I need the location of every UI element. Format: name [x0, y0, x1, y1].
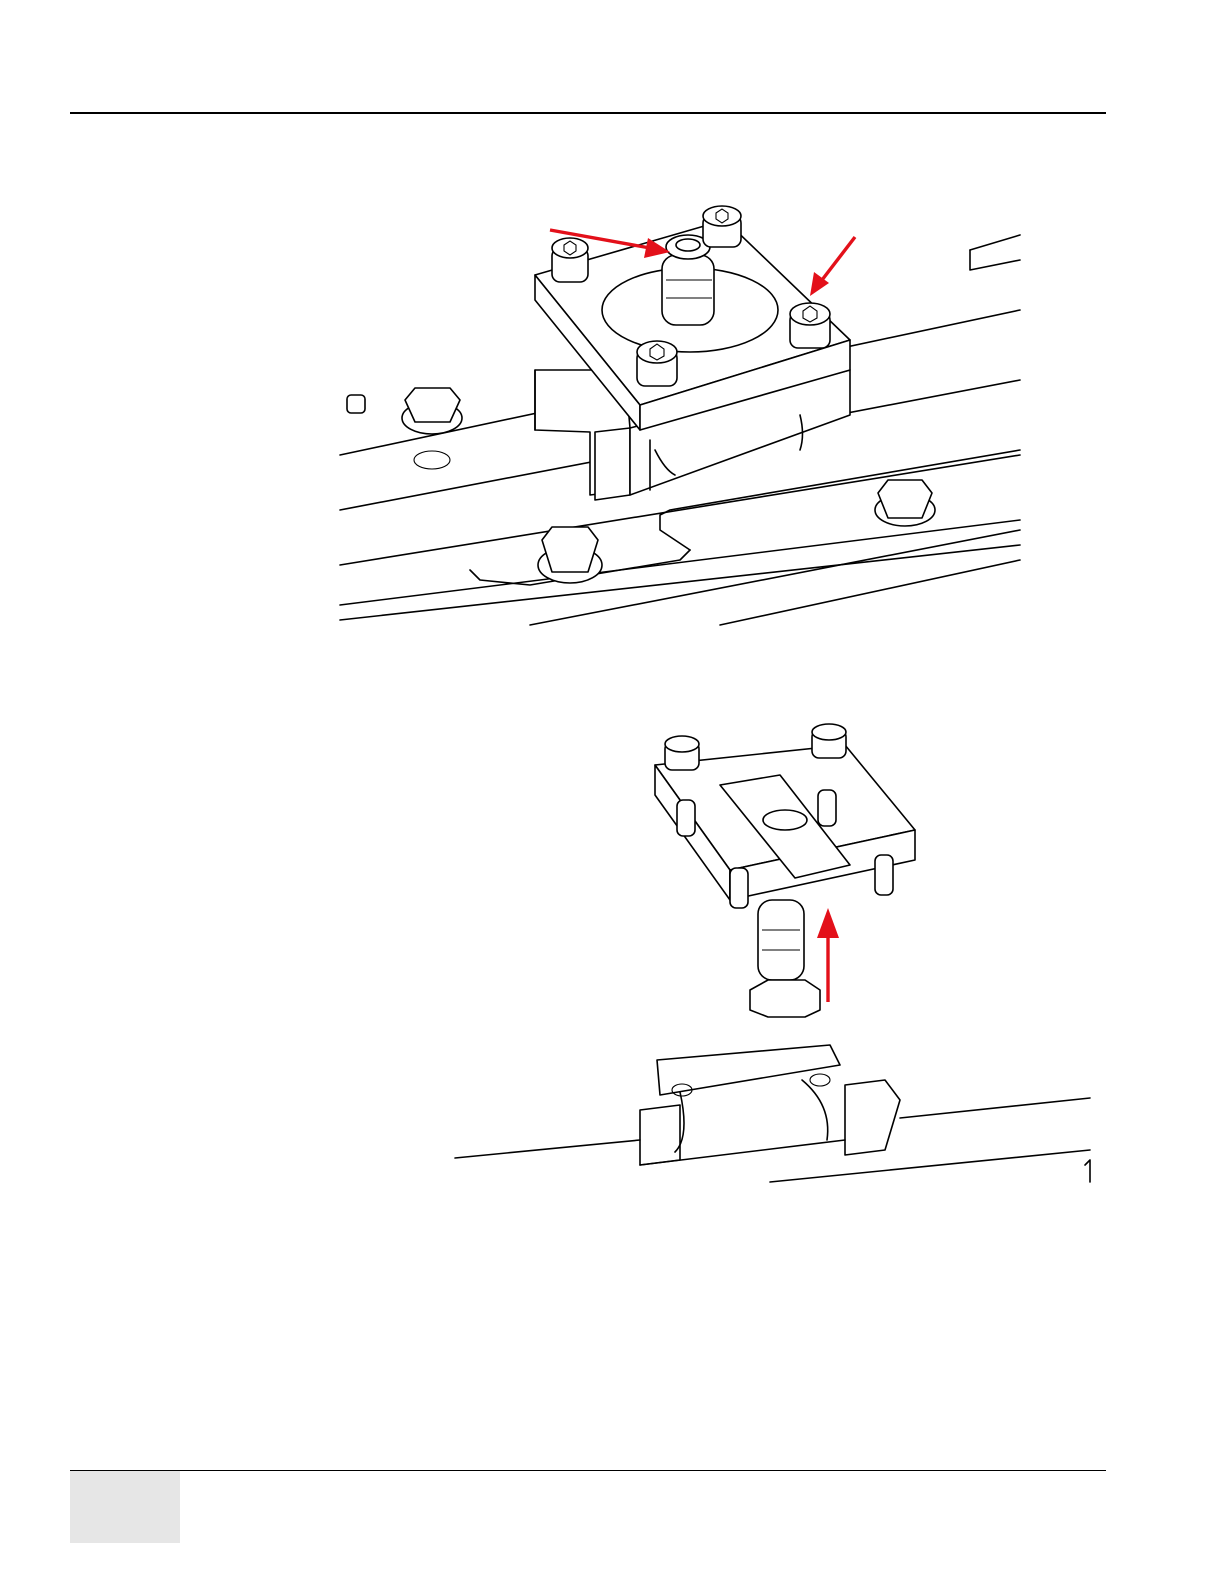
callout-arrow-up	[817, 908, 839, 1002]
small-nut	[347, 395, 365, 413]
pin-exploded	[750, 900, 820, 1017]
carriage-exploded	[640, 1045, 900, 1165]
pin	[662, 235, 714, 325]
hex-bolt	[875, 480, 935, 526]
callout-arrow-screw	[810, 237, 855, 296]
cap-screw	[552, 238, 588, 282]
figure-assembly-exploded	[450, 720, 1100, 1190]
figure-assembly-installed	[330, 200, 1030, 640]
hex-bolt	[402, 388, 462, 469]
cap-screw	[637, 341, 677, 386]
header-rule	[70, 112, 1106, 114]
rails-exploded	[455, 1098, 1090, 1182]
hex-bolt	[538, 527, 602, 583]
footer-page-box	[70, 1471, 180, 1543]
cap-screw	[790, 303, 830, 348]
cap-screw	[703, 206, 741, 247]
footer-rule	[70, 1470, 1106, 1471]
